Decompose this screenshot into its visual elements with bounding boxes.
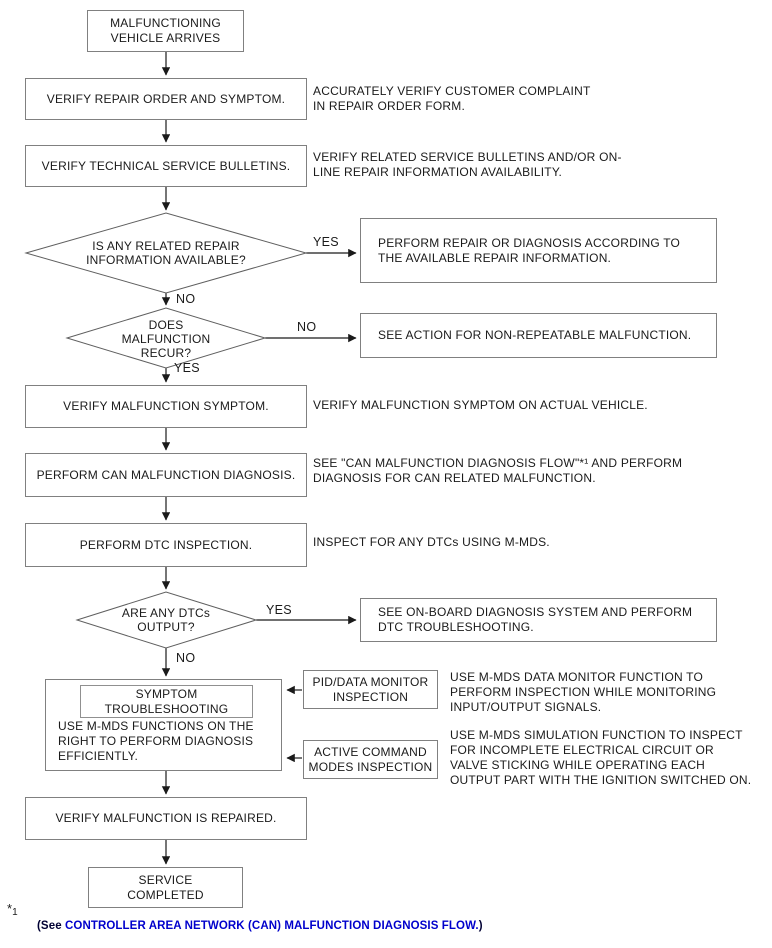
decision-diamond-repair-info	[24, 212, 308, 294]
node-pid-monitor: PID/DATA MONITOR INSPECTION	[303, 670, 438, 709]
decision-diamond-dtc	[75, 591, 258, 649]
footnote-number: 1	[12, 907, 18, 918]
footnote-star: *	[7, 901, 13, 916]
footnote-link[interactable]: CONTROLLER AREA NETWORK (CAN) MALFUNCTIO…	[65, 920, 479, 932]
node-can-diagnosis: PERFORM CAN MALFUNCTION DIAGNOSIS.	[25, 453, 307, 497]
edge-label-no-repair-info: NO	[176, 292, 196, 306]
node-active-command: ACTIVE COMMAND MODES INSPECTION	[303, 740, 438, 779]
annotation-pid: USE M-MDS DATA MONITOR FUNCTION TO PERFO…	[450, 670, 717, 714]
edge-label-yes-recur: YES	[174, 361, 200, 375]
node-onboard-diagnosis: SEE ON-BOARD DIAGNOSIS SYSTEM AND PERFOR…	[360, 598, 717, 642]
node-verify-repair-order: VERIFY REPAIR ORDER AND SYMPTOM.	[25, 78, 307, 120]
annotation-repair-order: ACCURATELY VERIFY CUSTOMER COMPLAINT IN …	[313, 84, 591, 113]
footnote-text: (See CONTROLLER AREA NETWORK (CAN) MALFU…	[37, 920, 483, 932]
annotation-can: SEE "CAN MALFUNCTION DIAGNOSIS FLOW"*¹ A…	[313, 456, 683, 485]
symptom-troubleshooting-body: USE M-MDS FUNCTIONS ON THE RIGHT TO PERF…	[58, 719, 254, 763]
node-start: MALFUNCTIONING VEHICLE ARRIVES	[87, 10, 244, 52]
decision-repair-info-label: IS ANY RELATED REPAIR INFORMATION AVAILA…	[86, 239, 246, 267]
arrow-lines	[161, 52, 357, 865]
decision-diamond-recur	[65, 307, 267, 369]
node-verify-bulletins: VERIFY TECHNICAL SERVICE BULLETINS.	[25, 145, 307, 187]
node-service-completed: SERVICE COMPLETED	[88, 867, 243, 908]
node-verify-repaired: VERIFY MALFUNCTION IS REPAIRED.	[25, 797, 307, 840]
footnote-suffix: )	[478, 920, 483, 932]
node-perform-repair-info: PERFORM REPAIR OR DIAGNOSIS ACCORDING TO…	[360, 218, 717, 283]
footnote-prefix: (See	[37, 920, 65, 932]
edge-label-yes-dtc: YES	[266, 603, 292, 617]
decision-recur-label: DOES MALFUNCTION RECUR?	[121, 318, 211, 360]
annotation-active: USE M-MDS SIMULATION FUNCTION TO INSPECT…	[450, 728, 752, 787]
edge-label-yes-repair-info: YES	[313, 235, 339, 249]
footnote-marker: *1	[7, 901, 18, 918]
annotation-symptom: VERIFY MALFUNCTION SYMPTOM ON ACTUAL VEH…	[313, 398, 648, 412]
decision-dtc-label: ARE ANY DTCs OUTPUT?	[121, 606, 211, 634]
node-non-repeatable: SEE ACTION FOR NON-REPEATABLE MALFUNCTIO…	[360, 313, 717, 358]
node-dtc-inspection: PERFORM DTC INSPECTION.	[25, 523, 307, 567]
annotation-dtc: INSPECT FOR ANY DTCs USING M-MDS.	[313, 535, 550, 549]
node-verify-symptom: VERIFY MALFUNCTION SYMPTOM.	[25, 385, 307, 428]
symptom-troubleshooting-title: SYMPTOM TROUBLESHOOTING	[80, 685, 253, 718]
edge-label-no-recur: NO	[297, 320, 317, 334]
edge-label-no-dtc: NO	[176, 651, 196, 665]
annotation-bulletins: VERIFY RELATED SERVICE BULLETINS AND/OR …	[313, 150, 622, 179]
